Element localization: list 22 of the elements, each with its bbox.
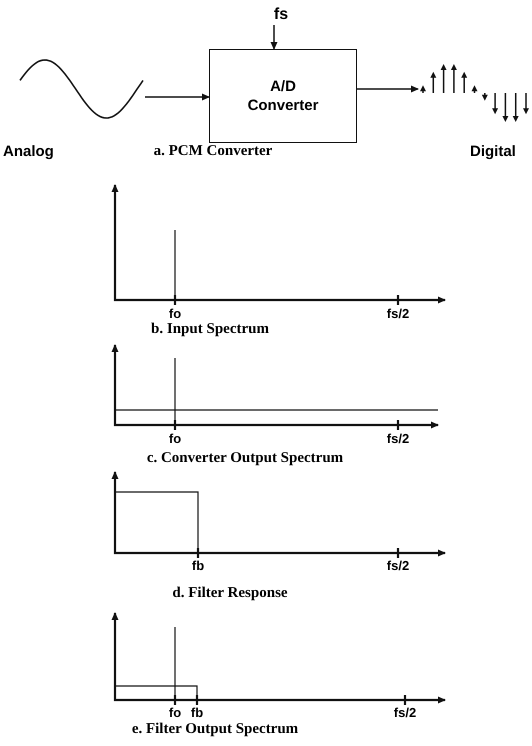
arrow [357,86,419,92]
tick-label: fo [168,706,182,719]
figure-caption: b. Input Spectrum [151,322,269,337]
caption-label: Digital [470,143,516,160]
tick-label: fs/2 [386,559,410,572]
tick-label: fo [168,432,182,445]
tick-label: fb [192,559,204,572]
tick-label: fs/2 [394,706,416,719]
caption-label: Analog [3,143,54,160]
tick-label: fs/2 [386,432,410,445]
figure-caption: d. Filter Response [172,586,288,601]
tick-label: fb [190,706,204,719]
sine-wave-drawing [18,57,145,121]
figure-caption: a. PCM Converter [154,144,272,159]
figure-caption: e. Filter Output Spectrum [132,722,298,737]
figure-caption: c. Converter Output Spectrum [146,451,344,466]
tick-label: fs/2 [386,307,410,320]
arrow [145,94,210,100]
process-box: A/D Converter [209,49,357,143]
arrow [270,25,278,50]
signal-label: fs [268,5,294,25]
tick-label: fo [168,307,182,320]
